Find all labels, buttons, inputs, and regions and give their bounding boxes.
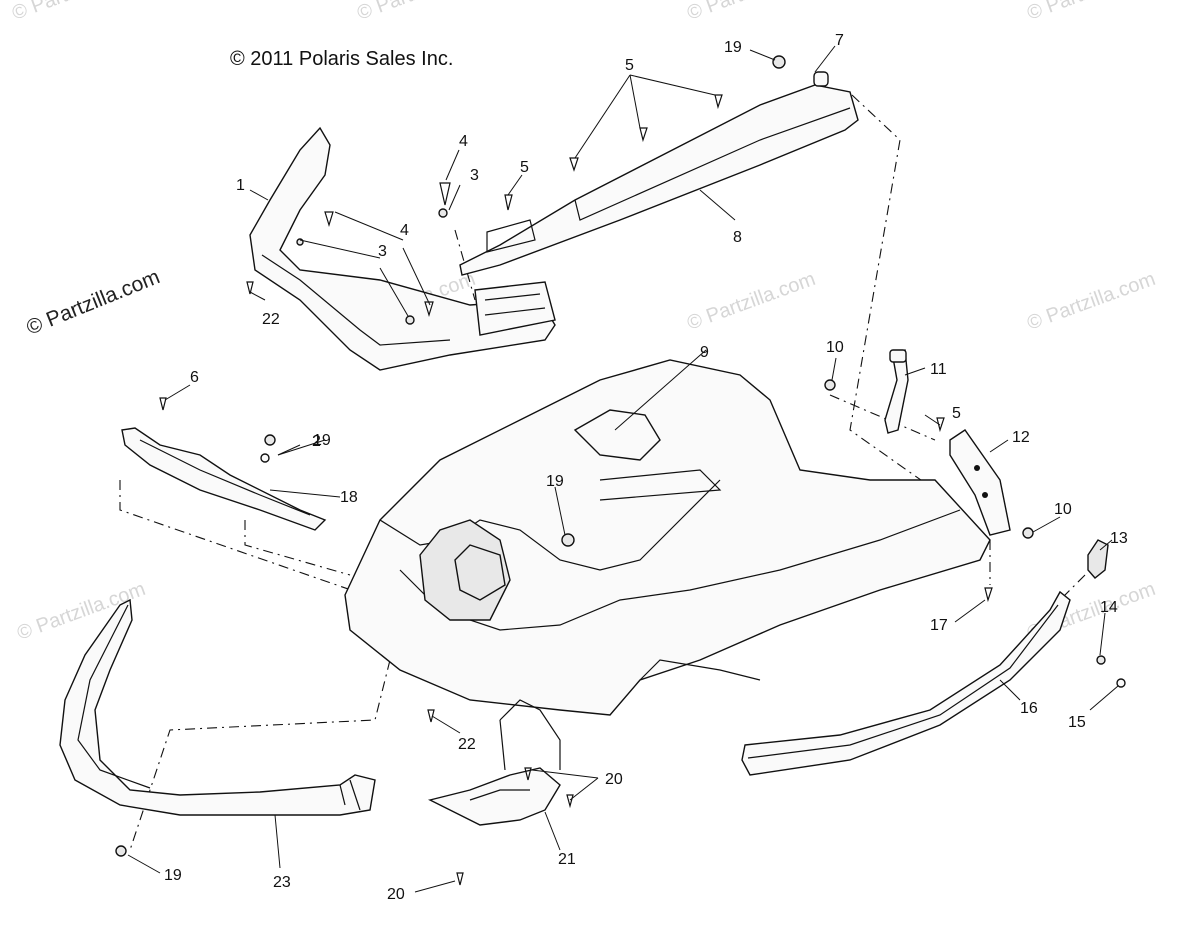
copyright-notice: © 2011 Polaris Sales Inc. bbox=[230, 48, 454, 70]
watermark-11: © Partzilla.com bbox=[1024, 0, 1158, 25]
callout-3-lower: 3 bbox=[378, 243, 387, 260]
callout-10-upper: 10 bbox=[826, 339, 844, 356]
callout-22-upper: 22 bbox=[262, 311, 280, 328]
part-lower-plate-21 bbox=[427, 699, 561, 826]
callout-23: 23 bbox=[273, 874, 291, 891]
callout-5-right: 5 bbox=[952, 405, 961, 422]
watermark-3: © Partzilla.com bbox=[1024, 268, 1158, 335]
callout-20-right: 20 bbox=[605, 771, 623, 788]
part-hood-body bbox=[344, 359, 991, 716]
callout-19-bottom: 19 bbox=[164, 867, 182, 884]
callout-19-top: 19 bbox=[724, 39, 742, 56]
part-clip-13 bbox=[1087, 539, 1109, 579]
callout-7: 7 bbox=[835, 32, 844, 49]
assembly-lines bbox=[119, 94, 1086, 851]
callout-19-center: 19 bbox=[546, 473, 564, 490]
watermark-main: © Partzilla.com bbox=[23, 265, 163, 339]
watermark-8: © Partzilla.com bbox=[9, 0, 143, 25]
callout-11: 11 bbox=[930, 361, 947, 378]
part-bracket-12 bbox=[949, 429, 1011, 536]
callout-3-upper: 3 bbox=[470, 167, 479, 184]
watermark-10: © Partzilla.com bbox=[684, 0, 818, 25]
callout-18: 18 bbox=[340, 489, 358, 506]
callout-19-left: 19 bbox=[313, 432, 331, 449]
part-right-bumper-16 bbox=[741, 590, 1071, 776]
callout-5-top: 5 bbox=[625, 57, 634, 74]
callout-4-upper: 4 bbox=[459, 133, 468, 150]
part-crossbar-8 bbox=[459, 71, 859, 276]
callout-15: 15 bbox=[1068, 714, 1086, 731]
callout-13: 13 bbox=[1110, 530, 1128, 547]
callout-5-mid: 5 bbox=[520, 159, 529, 176]
leader-lines bbox=[127, 45, 1119, 893]
callout-12: 12 bbox=[1012, 429, 1030, 446]
callouts: 1 2 3 3 4 4 5 5 5 6 7 8 9 10 10 11 12 13… bbox=[164, 32, 1128, 903]
callout-14: 14 bbox=[1100, 599, 1118, 616]
callout-8: 8 bbox=[733, 229, 742, 246]
callout-22-lower: 22 bbox=[458, 736, 476, 753]
callout-1: 1 bbox=[236, 177, 245, 194]
part-front-bumper-23 bbox=[59, 598, 376, 816]
callout-21: 21 bbox=[558, 851, 576, 868]
part-side-panel-18 bbox=[121, 427, 327, 531]
callout-2: 2 bbox=[312, 433, 321, 450]
callout-10-lower: 10 bbox=[1054, 501, 1072, 518]
part-strap-11 bbox=[884, 349, 909, 434]
callout-4-lower: 4 bbox=[400, 222, 409, 239]
watermark-9: © Partzilla.com bbox=[354, 0, 488, 25]
part-left-bracket-1 bbox=[249, 126, 556, 371]
callout-20-bottom: 20 bbox=[387, 886, 405, 903]
callout-9: 9 bbox=[700, 344, 709, 361]
callout-6: 6 bbox=[190, 369, 199, 386]
watermark-2: © Partzilla.com bbox=[684, 268, 818, 335]
callout-17: 17 bbox=[930, 617, 948, 634]
callout-16: 16 bbox=[1020, 700, 1038, 717]
